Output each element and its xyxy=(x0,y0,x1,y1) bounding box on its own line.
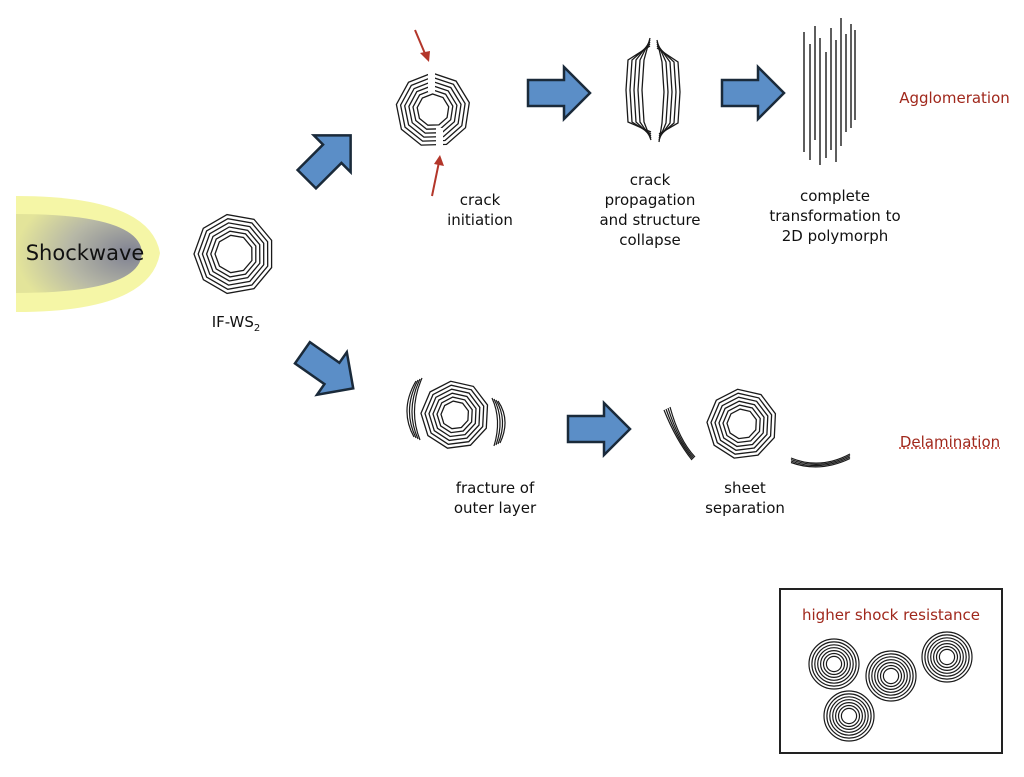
shockwave-label-box: Shockwave xyxy=(10,188,150,318)
arrow-fracture-to-separation xyxy=(566,399,632,459)
inset-box: higher shock resistance xyxy=(779,588,1003,754)
particle-structure-collapse xyxy=(625,37,681,143)
particle-if-ws2 xyxy=(193,213,273,295)
crack-indicator-arrows xyxy=(414,29,444,197)
inset-particle-4 xyxy=(823,690,875,742)
step-complete-transformation: complete transformation to 2D polymorph xyxy=(769,187,901,245)
shockwave-label: Shockwave xyxy=(25,241,145,265)
crack-arrow-bottom xyxy=(431,155,444,197)
fragment-left xyxy=(406,377,423,441)
particle-subscript: 2 xyxy=(253,323,261,334)
arrow-propagation-to-2d xyxy=(720,63,786,123)
particles-group xyxy=(193,18,973,742)
particle-crack-initiation xyxy=(395,66,470,154)
particle-formula: IF-WS xyxy=(211,313,254,331)
particle-label: IF-WS2 xyxy=(196,312,276,339)
crack-arrow-top xyxy=(414,29,430,62)
arrow-crack-to-propagation xyxy=(526,63,592,123)
pathway-delamination: Delamination xyxy=(899,433,1001,451)
step-sheet-separation: sheet separation xyxy=(705,479,785,517)
arrows-group xyxy=(293,63,786,459)
particle-sheet-separation xyxy=(663,388,851,468)
fragment-right xyxy=(491,397,506,447)
arrow-to-agglomeration xyxy=(295,134,352,191)
separated-sheet-left xyxy=(663,406,696,461)
inset-particle-3 xyxy=(921,631,973,683)
step-crack-initiation: crack initiation xyxy=(447,191,513,229)
particle-2d-polymorph xyxy=(803,18,856,165)
arrow-to-delamination xyxy=(293,340,355,397)
particle-fracture-outer xyxy=(406,377,506,449)
shockwave-shape xyxy=(16,196,160,312)
step-crack-propagation: crack propagation and structure collapse xyxy=(599,171,701,249)
pathway-agglomeration: Agglomeration xyxy=(899,89,1010,107)
separated-sheet-right xyxy=(790,453,851,468)
inset-title: higher shock resistance xyxy=(802,606,980,624)
inset-particle-1 xyxy=(808,638,860,690)
inset-particle-2 xyxy=(865,650,917,702)
step-fracture-outer-layer: fracture of outer layer xyxy=(453,479,537,517)
